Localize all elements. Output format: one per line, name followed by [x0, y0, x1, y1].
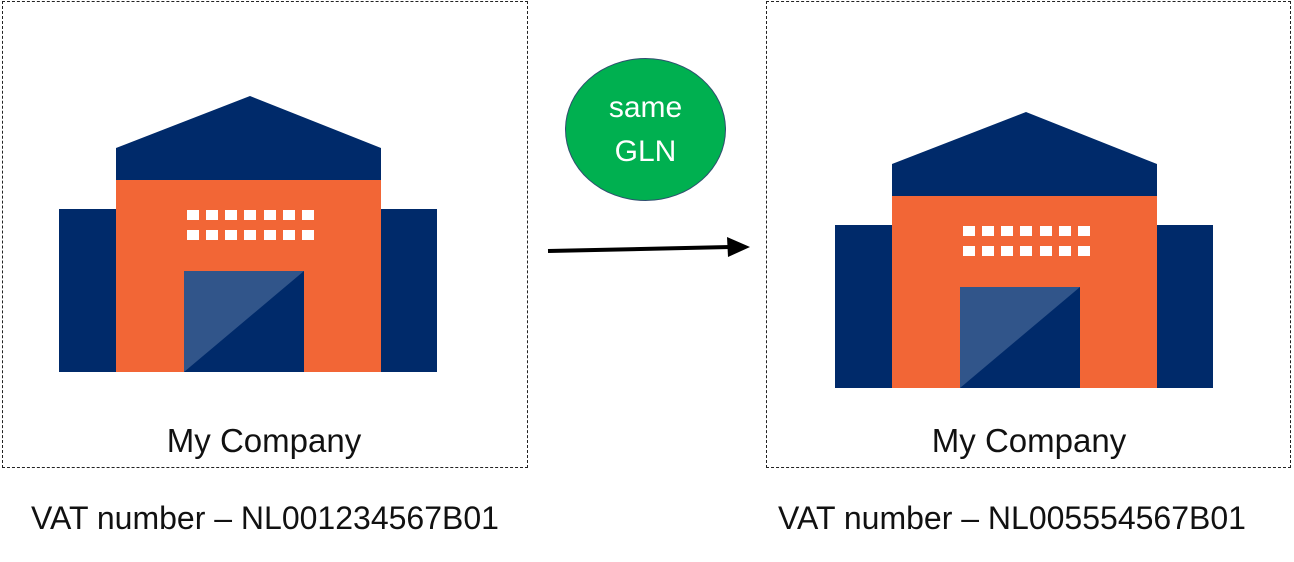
- left-vat-number: VAT number – NL001234567B01: [31, 500, 499, 536]
- right-company-name: My Company: [931, 422, 1127, 459]
- left-company-name: My Company: [166, 422, 362, 459]
- right-company-box: [766, 1, 1291, 468]
- warehouse-icon: [59, 96, 437, 372]
- left-company-box: [2, 1, 528, 468]
- warehouse-icon: [835, 112, 1213, 388]
- right-vat-number: VAT number – NL005554567B01: [778, 500, 1246, 536]
- arrow-right-icon: [547, 237, 750, 257]
- same-gln-text: same GLN: [608, 91, 683, 168]
- same-gln-badge: same GLN: [565, 58, 726, 201]
